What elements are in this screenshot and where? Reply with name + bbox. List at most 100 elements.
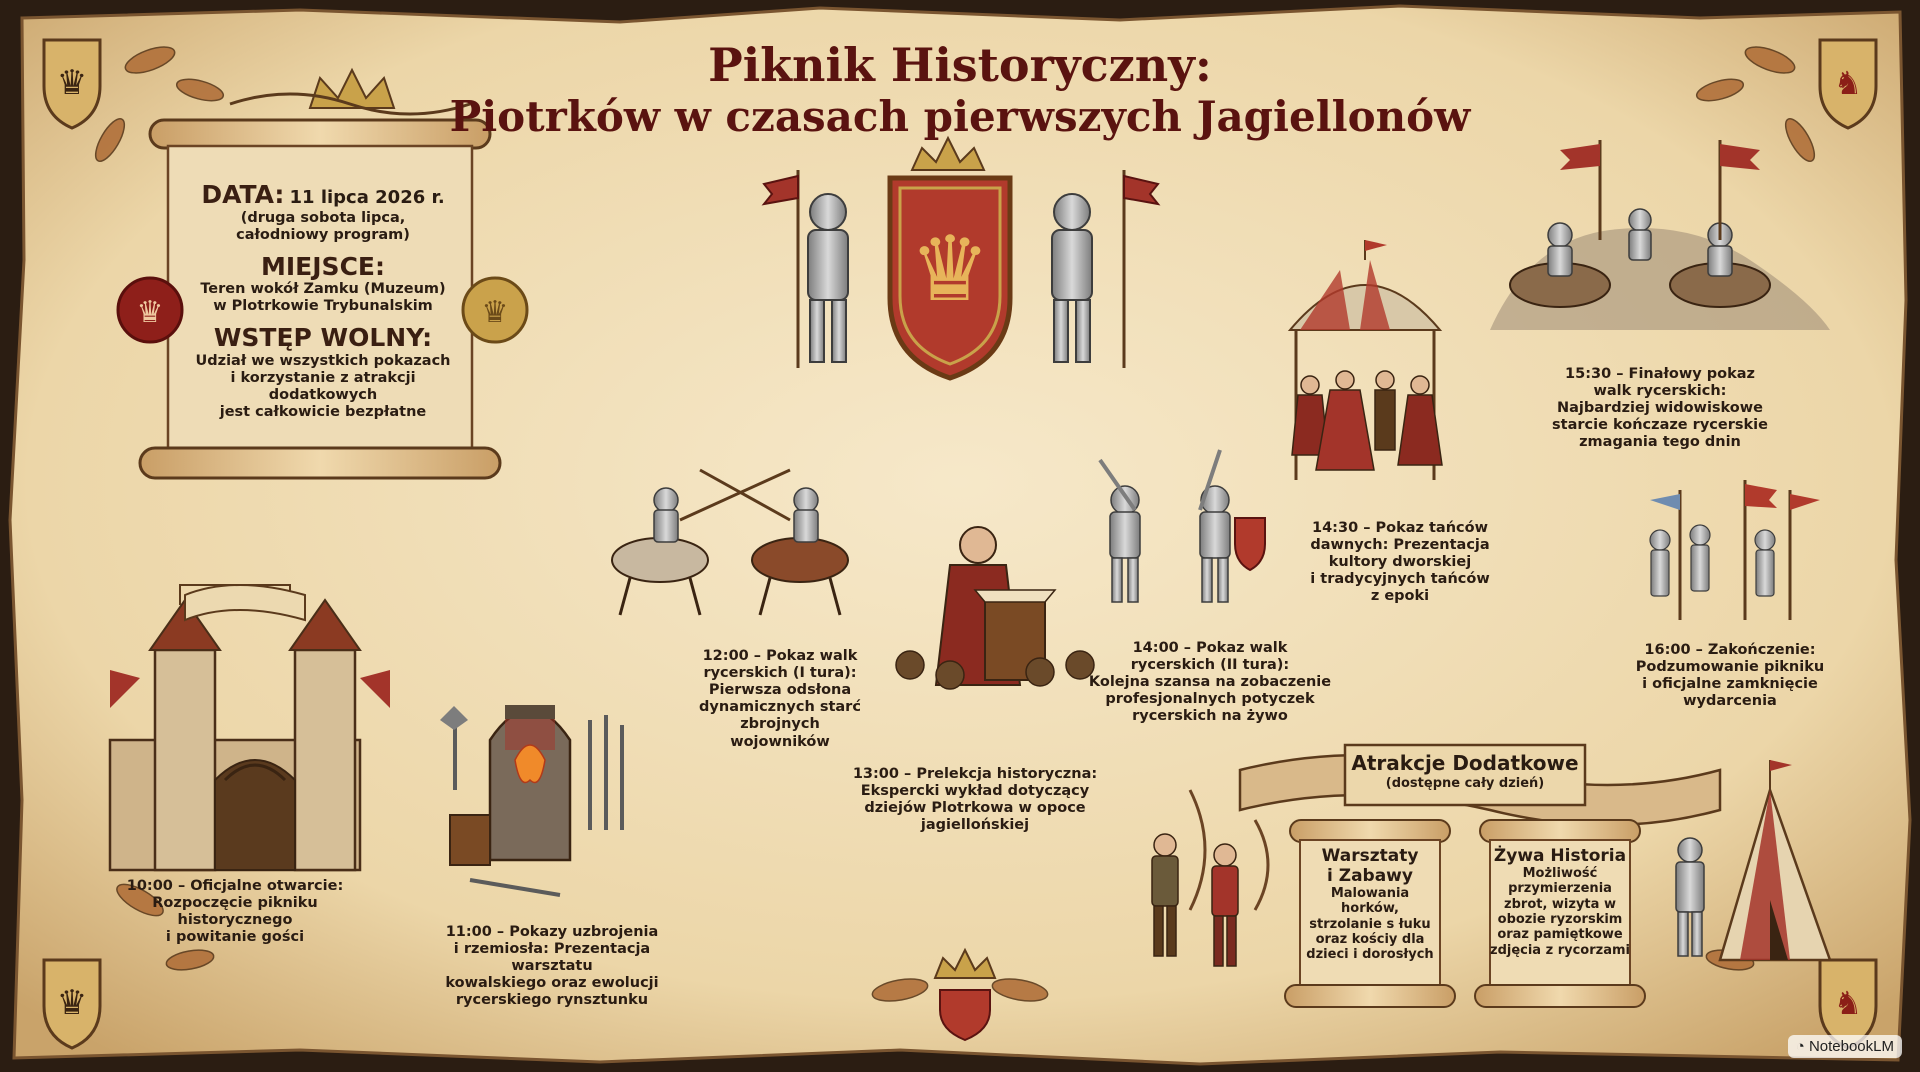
event-1200-line: wojowników (730, 733, 830, 750)
event-1100-line: kowalskiego oraz ewolucji (445, 975, 659, 992)
event-1200: 12:00 – Pokaz walk rycerskich (I tura): … (660, 648, 900, 751)
workshops-scroll (1284, 819, 1456, 1008)
workshops-line: strzolanie s łuku (1309, 916, 1431, 932)
info-scroll: ♛ ♛ (116, 118, 529, 480)
attractions-header: Atrakcje Dodatkowe (dostępne cały dzień) (1345, 751, 1585, 791)
entry-value-2: i korzystanie z atrakcji dodatkowych (230, 370, 416, 404)
event-1430-line: dawnych: Prezentacja (1310, 537, 1490, 554)
date-note-1: (druga sobota lipca, (240, 209, 406, 226)
living-history-line: zbrot, wizyta w (1504, 896, 1616, 912)
date-label: DATA: (201, 180, 285, 209)
crest-top-left: ♛ (42, 38, 102, 130)
event-1530-line: 15:30 – Finałowy pokaz (1565, 366, 1755, 382)
event-1200-line: dynamicznych starć (699, 699, 861, 716)
workshops-card: Warsztaty i Zabawy Malowania horków, str… (1300, 846, 1440, 963)
workshops-title-2: i Zabawy (1327, 866, 1413, 887)
event-1100: 11:00 – Pokazy uzbrojenia i rzemiosła: P… (412, 924, 692, 1010)
date-row: DATA: 11 lipca 2026 r. (178, 180, 468, 210)
event-1600-line: i oficjalne zamknięcie (1642, 676, 1818, 693)
attractions-banner (1238, 743, 1722, 827)
event-1000-line: 10:00 – Oficjalne otwarcie: (126, 878, 344, 894)
event-1200-line: 12:00 – Pokaz walk (702, 648, 858, 664)
crown-top-ornament (229, 67, 471, 116)
living-history-line: zdjęcia z rycorzami (1490, 942, 1630, 958)
svg-text:♛: ♛ (57, 63, 87, 103)
event-1400-line: rycerskich (II tura): (1130, 657, 1290, 674)
workshops-line: oraz kościy dla (1315, 932, 1425, 948)
living-history-line: obozie ryzorskim (1497, 912, 1623, 928)
living-history-title: Żywa Historia (1493, 846, 1627, 866)
event-1430-line: z epoki (1370, 588, 1430, 605)
event-1530-line: walk rycerskich: (1593, 383, 1727, 400)
svg-text:♛: ♛ (137, 295, 164, 330)
event-1530: 15:30 – Finałowy pokaz walk rycerskich: … (1540, 366, 1780, 452)
living-history-line: przymierzenia (1508, 881, 1612, 897)
event-1300-line: jagiellońskiej (920, 817, 1030, 834)
sword-fight (1098, 449, 1266, 603)
event-1600-line: 16:00 – Zakończenie: (1644, 642, 1816, 658)
soldiers-with-flags (1649, 480, 1820, 620)
event-1400-line: Kolejna szansa na zobaczenie (1088, 674, 1332, 691)
entry-value-3: jest całkowicie bezpłatne (219, 404, 427, 421)
event-1200-line: rycerskich (I tura): (703, 665, 857, 682)
svg-text:♞: ♞ (1834, 984, 1863, 1022)
event-1000-line: historycznego (177, 912, 293, 929)
event-1100-line: i rzemiosła: Prezentacja warsztatu (453, 941, 651, 975)
event-1400-line: 14:00 – Pokaz walk (1132, 640, 1288, 656)
event-1530-line: zmagania tego dnin (1579, 434, 1741, 451)
event-1000-line: Rozpoczęcie pikniku (152, 895, 318, 912)
crest-top-right: ♞ (1818, 38, 1878, 130)
page-title-line1: Piknik Historyczny: (708, 38, 1212, 92)
svg-text:♛: ♛ (910, 217, 991, 322)
event-1000: 10:00 – Oficjalne otwarcie: Rozpoczęcie … (110, 878, 360, 946)
info-block: DATA: 11 lipca 2026 r. (druga sobota lip… (178, 180, 468, 421)
svg-text:♞: ♞ (1834, 64, 1863, 102)
scholar-lecture (895, 526, 1095, 690)
central-coat-of-arms: ♛ (887, 135, 1013, 381)
knight-left (761, 170, 849, 368)
knight-right (1051, 170, 1161, 368)
event-1430-line: i tradycyjnych tańców (1310, 571, 1490, 588)
event-1300: 13:00 – Prelekcja historyczna: Ekspercki… (840, 766, 1110, 834)
entry-label: WSTĘP WOLNY: (213, 323, 433, 353)
event-1300-line: dziejów Plotrkowa w opoce (864, 800, 1086, 817)
event-1530-line: Najbardziej widowiskowe (1557, 400, 1763, 417)
event-1400-line: profesjonalnych potyczek (1105, 691, 1315, 708)
workshops-line: dzieci i dorosłych (1306, 947, 1434, 963)
entry-value-1: Udział we wszystkich pokazach (195, 352, 451, 369)
date-note-2: całodniowy program) (236, 226, 410, 243)
place-value-1: Teren wokół Zamku (Muzeum) (200, 281, 446, 298)
workshops-line: Malowania horków, (1330, 886, 1410, 917)
event-1430-line: kultory dworskiej (1328, 554, 1472, 571)
event-1530-line: starcie kończaze rycerskie (1552, 417, 1768, 434)
notebooklm-watermark: ◔ NotebookLM (1787, 1035, 1902, 1058)
date-value: 11 lipca 2026 r. (289, 187, 445, 208)
event-1400-line: rycerskich na żywo (1132, 708, 1288, 725)
living-history-line: Możliwość (1522, 866, 1598, 882)
jousting-knights (611, 468, 849, 616)
workshops-title-1: Warsztaty (1321, 846, 1419, 866)
attractions-subtitle: (dostępne cały dzień) (1385, 775, 1545, 791)
event-1600: 16:00 – Zakończenie: Podzumowanie piknik… (1610, 642, 1850, 710)
notebooklm-icon: ◔ (1795, 1038, 1809, 1055)
bottom-crown-shield (933, 947, 997, 1042)
archers (1151, 789, 1270, 967)
place-label: MIEJSCE: (261, 251, 385, 281)
event-1300-line: 13:00 – Prelekcja historyczna: (852, 766, 1098, 782)
event-1400: 14:00 – Pokaz walk rycerskich (II tura):… (1080, 640, 1340, 726)
event-1300-line: Ekspercki wykład dotyczący (860, 783, 1090, 800)
living-history-line: oraz pamiętkowe (1497, 927, 1623, 943)
dance-pavilion (1287, 240, 1443, 480)
castle (108, 584, 390, 872)
blacksmith-forge (440, 705, 624, 897)
page-title-line2: Piotrków w czasach pierwszych Jagiellonó… (449, 92, 1471, 141)
battle-scene (1490, 140, 1830, 330)
living-history-scroll (1474, 819, 1646, 1008)
event-1600-line: wydarcenia (1683, 693, 1777, 710)
event-1600-line: Podzumowanie pikniku (1635, 659, 1825, 676)
svg-text:♛: ♛ (482, 295, 509, 330)
attractions-title: Atrakcje Dodatkowe (1351, 751, 1579, 775)
living-history-card: Żywa Historia Możliwość przymierzenia zb… (1490, 846, 1630, 958)
